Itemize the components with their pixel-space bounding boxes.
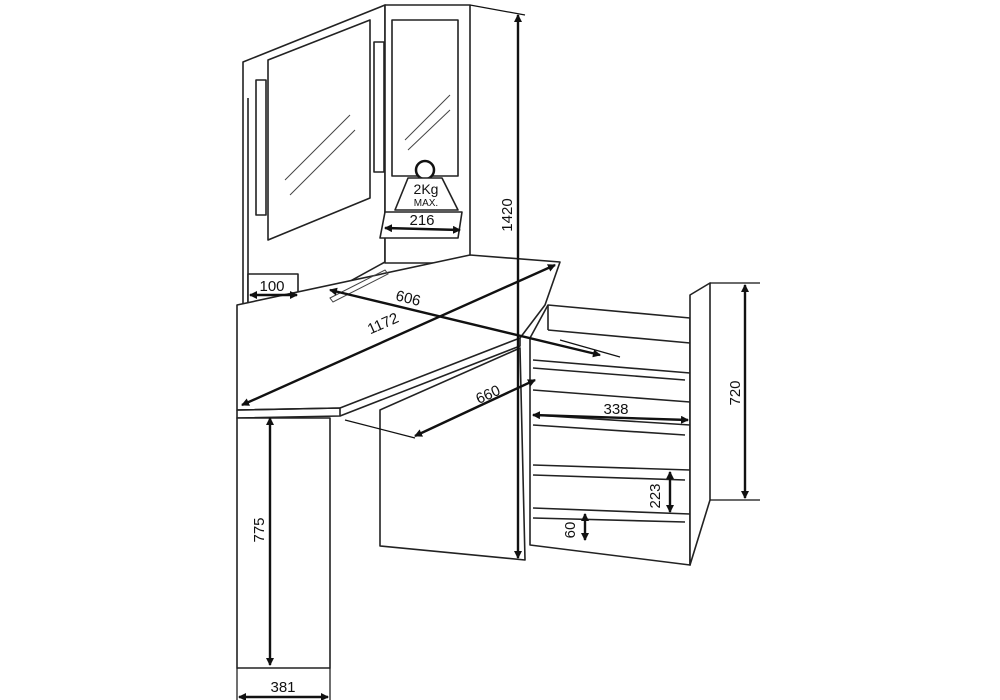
left-mirror	[267, 19, 371, 241]
weight-limit-sign: 2Kg MAX.	[394, 159, 459, 211]
weight-value: 2Kg	[414, 181, 439, 197]
dim-bottom-gap: 60	[562, 522, 579, 539]
weight-icon	[394, 177, 459, 211]
dim-depth: 606	[394, 287, 422, 310]
dim-table-height: 775	[251, 517, 268, 542]
dim-leg-width: 381	[270, 679, 295, 696]
shelf-unit	[529, 282, 711, 566]
dim-cabinet-height: 720	[727, 380, 744, 405]
dim-shelf-gap: 223	[647, 483, 664, 508]
center-mirror-handle	[373, 41, 385, 173]
weight-note: MAX.	[414, 198, 438, 209]
right-mirror	[391, 19, 459, 177]
dim-drawer-width: 338	[603, 401, 628, 418]
left-leg-panel	[236, 417, 331, 669]
dimension-lines	[236, 4, 760, 700]
left-mirror-handle	[255, 79, 267, 216]
weight-ring-icon	[414, 159, 436, 181]
dim-shelf-width: 216	[409, 212, 434, 229]
dim-total-height: 1420	[499, 198, 516, 231]
dim-small-shelf: 100	[259, 278, 284, 295]
